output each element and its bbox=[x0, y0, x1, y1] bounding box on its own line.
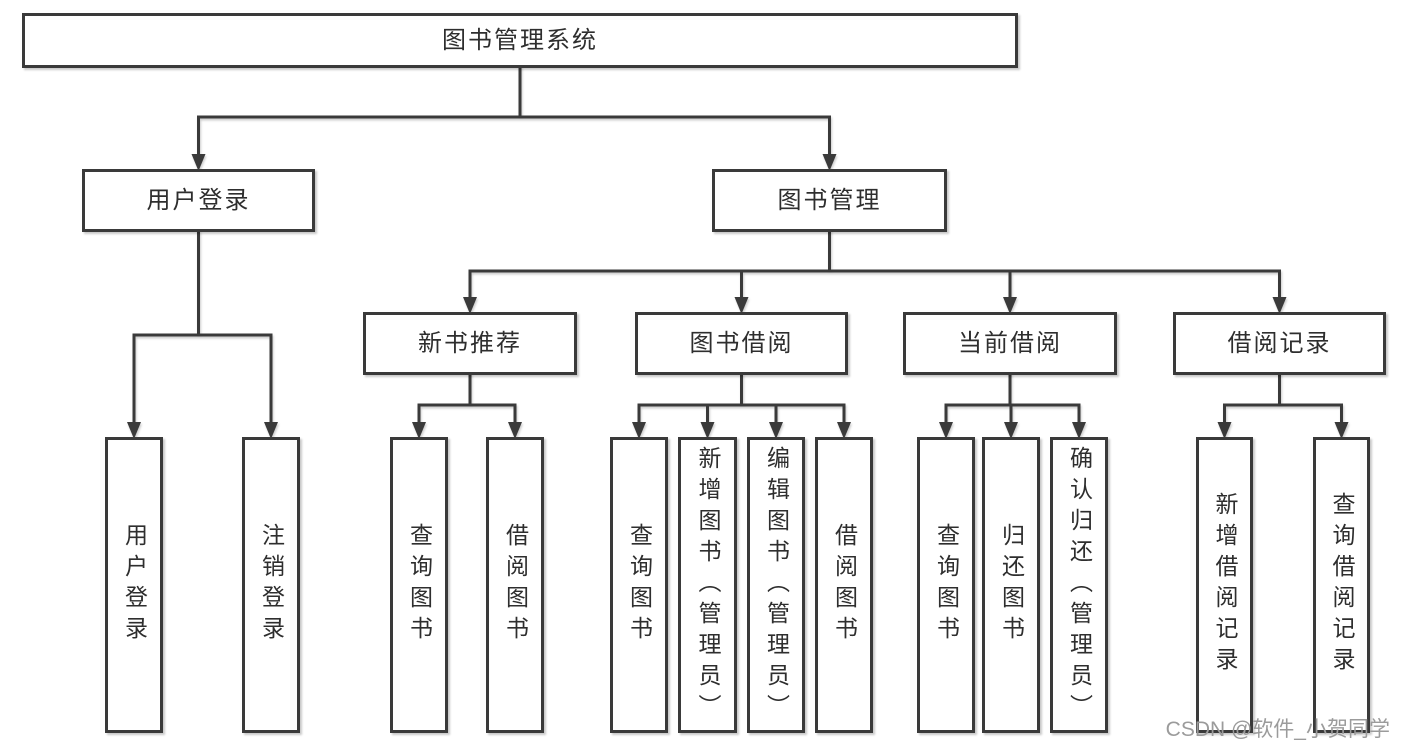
node-label: 新书推荐 bbox=[418, 329, 522, 357]
leaf-edit-books-admin: 编辑图书（管理员） bbox=[747, 437, 805, 733]
leaf-query-books: 查询图书 bbox=[610, 437, 668, 733]
node-label: 用户登录 bbox=[146, 186, 251, 214]
node-borrowing-records: 借阅记录 bbox=[1173, 312, 1386, 375]
leaf-label: 用户登录 bbox=[121, 523, 148, 647]
node-new-book-recommend: 新书推荐 bbox=[363, 312, 577, 375]
leaf-add-books-admin: 新增图书（管理员） bbox=[678, 437, 737, 733]
node-current-borrowing: 当前借阅 bbox=[903, 312, 1117, 375]
leaf-label: 借阅图书 bbox=[831, 523, 858, 647]
leaf-return-books: 归还图书 bbox=[982, 437, 1040, 733]
leaf-label: 借阅图书 bbox=[502, 523, 529, 647]
leaf-label: 查询借阅记录 bbox=[1329, 492, 1355, 678]
leaf-query-borrow-record: 查询借阅记录 bbox=[1313, 437, 1370, 733]
leaf-label: 查询图书 bbox=[933, 523, 960, 647]
node-label: 图书管理 bbox=[777, 186, 882, 214]
leaf-logout: 注销登录 bbox=[242, 437, 300, 733]
node-book-management-system: 图书管理系统 bbox=[22, 13, 1018, 68]
node-label: 当前借阅 bbox=[958, 329, 1062, 357]
leaf-label: 注销登录 bbox=[258, 523, 285, 647]
leaf-label: 编辑图书（管理员） bbox=[763, 445, 790, 725]
leaf-add-borrow-record: 新增借阅记录 bbox=[1196, 437, 1253, 733]
leaf-label: 新增图书（管理员） bbox=[695, 445, 721, 725]
leaf-borrow-books: 借阅图书 bbox=[486, 437, 544, 733]
node-label: 借阅记录 bbox=[1227, 329, 1332, 357]
leaf-label: 归还图书 bbox=[998, 523, 1025, 647]
leaf-confirm-return-admin: 确认归还（管理员） bbox=[1050, 437, 1108, 733]
leaf-user-login: 用户登录 bbox=[105, 437, 163, 733]
node-user-login: 用户登录 bbox=[82, 169, 315, 232]
leaf-query-books: 查询图书 bbox=[917, 437, 975, 733]
leaf-label: 新增借阅记录 bbox=[1212, 492, 1238, 678]
leaf-query-books: 查询图书 bbox=[390, 437, 448, 733]
node-book-borrowing: 图书借阅 bbox=[635, 312, 848, 375]
node-book-management: 图书管理 bbox=[712, 169, 947, 232]
csdn-watermark: CSDN @软件_小贺同学 bbox=[1165, 718, 1390, 741]
leaf-label: 查询图书 bbox=[406, 523, 433, 647]
node-label: 图书管理系统 bbox=[442, 26, 598, 54]
leaf-borrow-books: 借阅图书 bbox=[815, 437, 873, 733]
leaf-label: 确认归还（管理员） bbox=[1066, 445, 1093, 725]
node-label: 图书借阅 bbox=[689, 329, 794, 357]
leaf-label: 查询图书 bbox=[626, 523, 653, 647]
